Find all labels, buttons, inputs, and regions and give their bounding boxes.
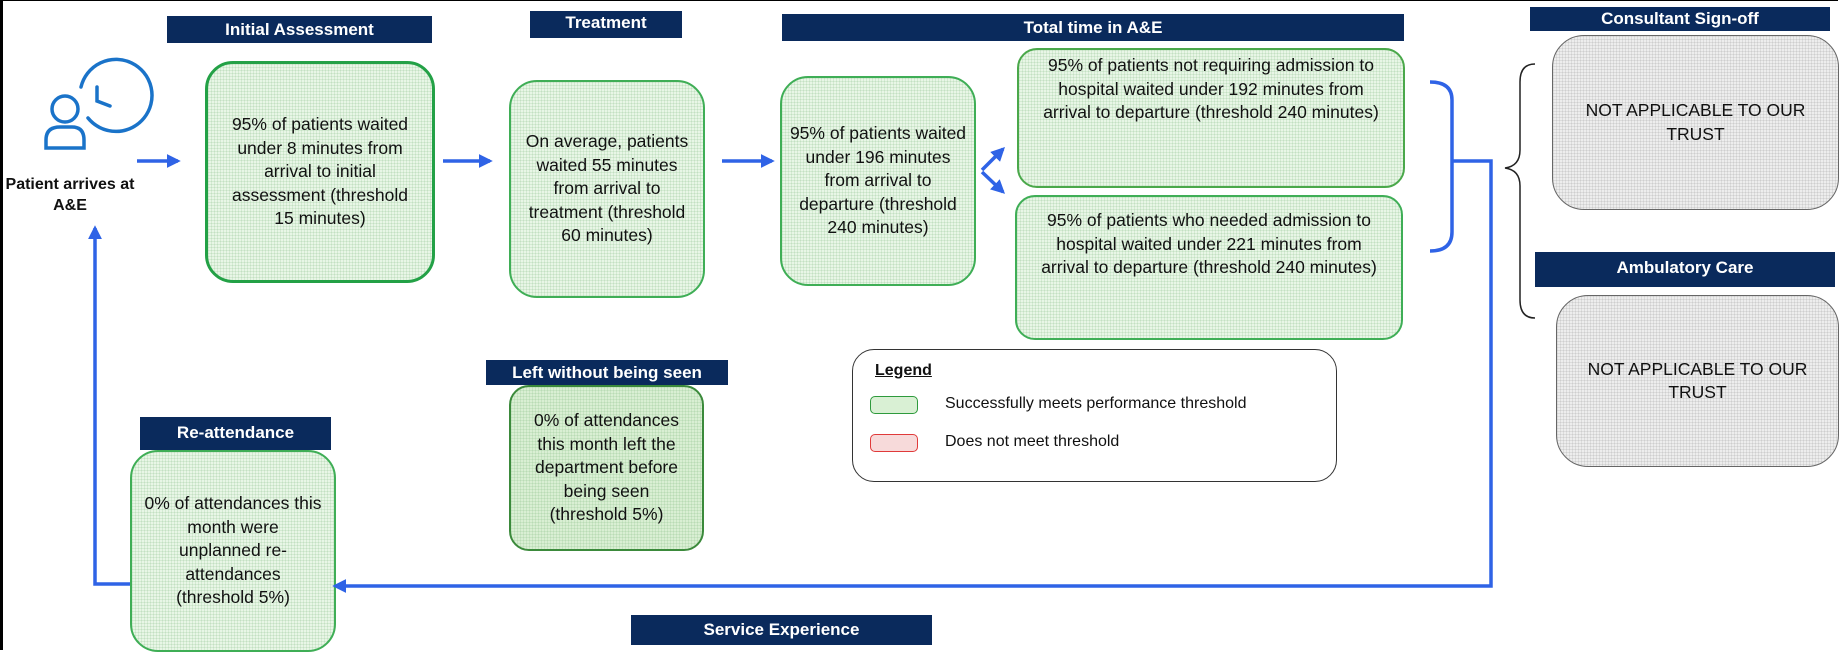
legend-swatch-not-meets xyxy=(870,434,918,452)
legend-swatch-meets xyxy=(870,396,918,414)
header-initial-assessment: Initial Assessment xyxy=(167,16,432,43)
treatment-box: On average, patients waited 55 minutes f… xyxy=(509,80,705,298)
header-service-experience: Service Experience xyxy=(631,615,932,645)
brace-consultant-ambulatory xyxy=(1504,63,1536,319)
total-time-box: 95% of patients waited under 196 minutes… xyxy=(780,76,976,286)
legend-title: Legend xyxy=(875,362,932,379)
patient-arrives-label: Patient arrives at A&E xyxy=(5,176,135,214)
header-total-time: Total time in A&E xyxy=(782,14,1404,41)
arrow-to-admitted xyxy=(980,170,1006,194)
legend-label-meets: Successfully meets performance threshold xyxy=(945,395,1247,412)
not-admitted-box: 95% of patients not requiring admission … xyxy=(1017,48,1405,188)
legend: Legend Successfully meets performance th… xyxy=(852,349,1337,482)
legend-label-not-meets: Does not meet threshold xyxy=(945,433,1120,450)
header-treatment: Treatment xyxy=(530,11,682,38)
arrow-re-attendance-to-arrival xyxy=(88,225,130,586)
left-without-seen-box: 0% of attendances this month left the de… xyxy=(509,385,704,551)
return-loop xyxy=(332,159,1493,593)
header-re-attendance: Re-attendance xyxy=(140,417,331,450)
arrow-to-not-admitted xyxy=(980,147,1005,172)
consultant-signoff-box: NOT APPLICABLE TO OUR TRUST xyxy=(1552,35,1839,210)
admitted-box: 95% of patients who needed admission to … xyxy=(1015,195,1403,340)
header-left-without-seen: Left without being seen xyxy=(486,360,728,385)
re-attendance-box: 0% of attendances this month were unplan… xyxy=(130,450,336,652)
header-ambulatory-care: Ambulatory Care xyxy=(1535,252,1835,287)
total-time-bracket xyxy=(1429,80,1454,253)
header-consultant-signoff: Consultant Sign-off xyxy=(1530,7,1830,31)
initial-assessment-box: 95% of patients waited under 8 minutes f… xyxy=(205,61,435,283)
ambulatory-care-box: NOT APPLICABLE TO OUR TRUST xyxy=(1556,295,1839,467)
